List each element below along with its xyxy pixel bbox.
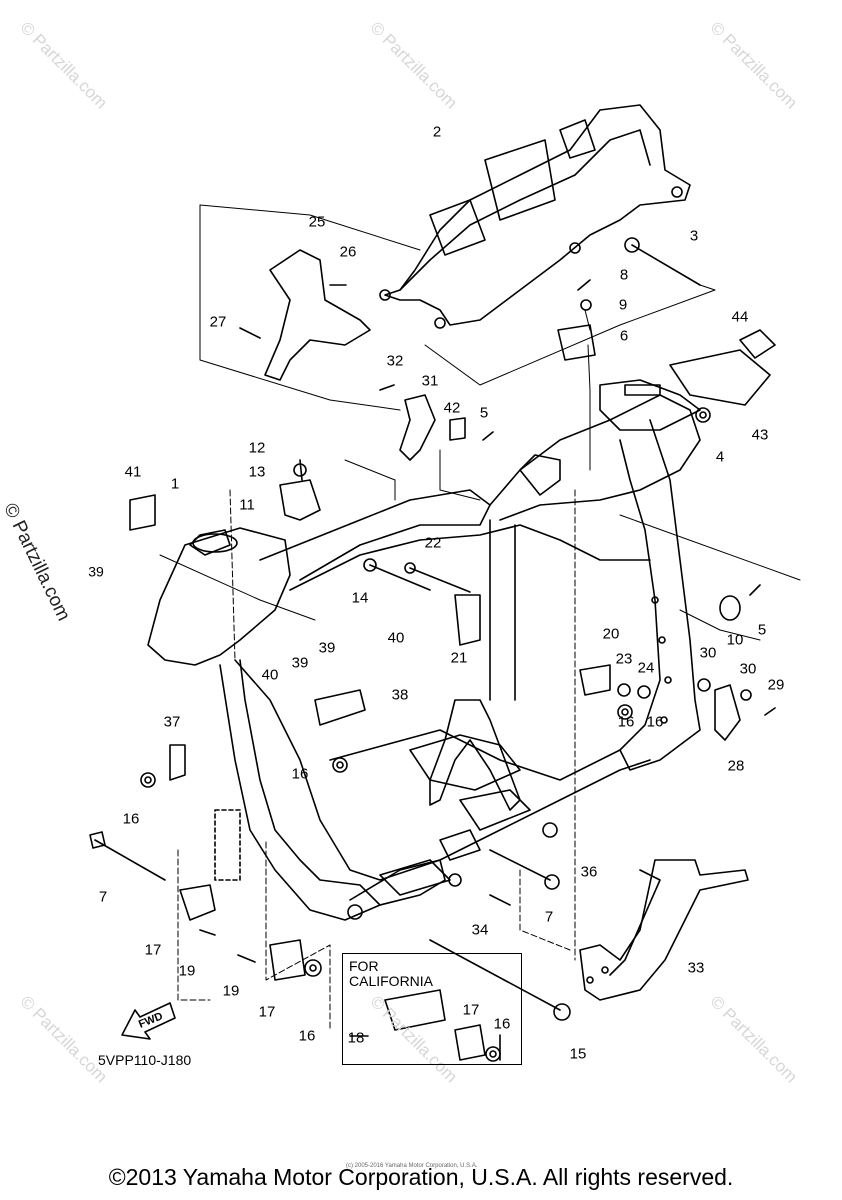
callout-16f: 16 (617, 713, 635, 731)
inset-title-line2: CALIFORNIA (349, 973, 434, 989)
callout-3: 3 (689, 227, 699, 245)
callout-30b: 30 (739, 660, 757, 678)
callout-15: 15 (569, 1045, 587, 1063)
callout-16c: 16 (646, 713, 664, 731)
callout-26: 26 (339, 243, 357, 261)
inset-title: FOR CALIFORNIA (349, 959, 433, 989)
callout-38: 38 (391, 686, 409, 704)
callout-4: 4 (715, 448, 725, 466)
copyright: ©2013 Yamaha Motor Corporation, U.S.A. A… (108, 1164, 734, 1190)
callout-6: 6 (619, 327, 629, 345)
callout-19b: 19 (222, 982, 240, 1000)
callout-7b: 7 (544, 908, 554, 926)
callout-23: 23 (615, 650, 633, 668)
callout-39: 39 (291, 654, 309, 672)
callout-32: 32 (386, 352, 404, 370)
leader-lines (159, 204, 801, 1031)
callout-17: 17 (144, 941, 162, 959)
callout-31: 31 (421, 372, 439, 390)
callout-7: 7 (98, 888, 108, 906)
callout-14: 14 (351, 589, 369, 607)
callout-17c: 17 (462, 1001, 480, 1019)
upper-rear-bracket (599, 329, 776, 431)
part-code: 5VPP110-J180 (98, 1052, 192, 1068)
callout-12: 12 (248, 439, 266, 457)
callout-16d: 16 (298, 1027, 316, 1045)
callout-29: 29 (767, 676, 785, 694)
callout-16e: 16 (493, 1015, 511, 1033)
callout-39b: 39 (318, 639, 336, 657)
rear-bracket (579, 859, 749, 1001)
callout-20: 20 (602, 625, 620, 643)
callout-13: 13 (248, 463, 266, 481)
callout-37: 37 (163, 713, 181, 731)
callout-33: 33 (687, 959, 705, 977)
bolts-and-fasteners (89, 237, 776, 1062)
rear-fender (379, 104, 691, 329)
callout-10: 10 (726, 631, 744, 649)
callout-16: 16 (122, 810, 140, 828)
callout-16b: 16 (291, 765, 309, 783)
brackets (129, 249, 741, 1061)
callout-8: 8 (619, 266, 629, 284)
callout-34: 34 (471, 921, 489, 939)
copyright-small: (c) 2005-2016 Yamaha Motor Corporation, … (346, 1163, 478, 1169)
callout-25: 25 (308, 213, 326, 231)
callout-36: 36 (580, 863, 598, 881)
callout-22: 22 (424, 534, 442, 552)
fwd-arrow-icon (121, 1002, 176, 1040)
callout-43: 43 (751, 426, 769, 444)
callout-17b: 17 (258, 1003, 276, 1021)
california-inset: FOR CALIFORNIA (342, 953, 522, 1065)
callout-30: 30 (699, 644, 717, 662)
callout-44: 44 (731, 308, 749, 326)
callout-11: 11 (239, 496, 255, 514)
callout-1: 1 (170, 475, 180, 493)
callout-28: 28 (727, 757, 745, 775)
callout-5b: 5 (757, 621, 767, 639)
callout-21: 21 (450, 649, 468, 667)
callout-40b: 40 (261, 666, 279, 684)
callout-18: 18 (347, 1029, 365, 1047)
callout-9: 9 (618, 296, 628, 314)
callout-5: 5 (479, 404, 489, 422)
callout-42: 42 (443, 399, 461, 417)
callout-41: 41 (124, 463, 142, 481)
callout-39c: 39 (88, 563, 104, 580)
main-frame (147, 394, 701, 921)
frame-cross-members (379, 734, 531, 896)
callout-40: 40 (387, 629, 405, 647)
callout-2: 2 (432, 123, 442, 141)
callout-27: 27 (209, 313, 227, 331)
callout-19: 19 (178, 962, 196, 980)
callout-24: 24 (637, 659, 655, 677)
inset-title-line1: FOR (349, 958, 379, 974)
